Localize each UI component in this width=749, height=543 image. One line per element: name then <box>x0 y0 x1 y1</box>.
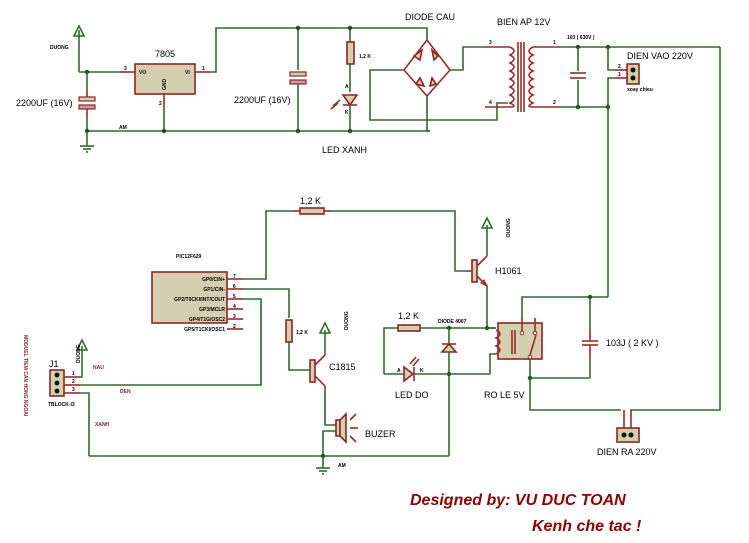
regulator-7805 <box>134 63 196 95</box>
pin-num: 2 <box>618 64 621 70</box>
j1-label: J1 <box>49 359 59 369</box>
mcu-pin-num: 7 <box>233 274 236 280</box>
cap2-label: 2200UF (16V) <box>234 95 291 105</box>
pin-num: 3 <box>72 387 75 393</box>
led-xanh-label: LED XANH <box>322 145 367 155</box>
pin-vi: VI <box>185 70 190 76</box>
label-duong: DUONG <box>344 311 350 330</box>
resistor-c1815 <box>285 319 293 343</box>
pin-vo: VO <box>139 70 146 76</box>
mcu-pin-num: 3 <box>233 314 236 320</box>
power-symbol-duong <box>75 338 89 351</box>
res-label: 1,2 K <box>359 54 371 60</box>
transformer-label: BIEN AP 12V <box>497 17 550 27</box>
pin-num: 2 <box>553 100 556 106</box>
led-do <box>403 356 420 383</box>
in-conn-label: DIEN VAO 220V <box>627 51 693 61</box>
in-conn-sub: xoay chieu <box>627 87 653 93</box>
power-symbol-duong <box>318 321 332 334</box>
led-xanh <box>341 94 359 107</box>
label-am: AM <box>119 125 127 131</box>
bridge-label: DIODE CAU <box>405 12 455 22</box>
pin-num: 1 <box>72 371 75 377</box>
pin-gnd: GND <box>162 79 168 91</box>
relay-label: RO LE 5V <box>484 390 525 400</box>
capacitor-2200uf-2 <box>289 71 307 77</box>
resistor-led-xanh <box>346 41 355 65</box>
pin-num: 1 <box>202 66 205 72</box>
ground-icon <box>316 467 330 475</box>
pin-num: 1 <box>618 72 621 78</box>
cap1-label: 2200UF (16V) <box>16 98 73 108</box>
diode-bridge <box>402 39 452 98</box>
power-symbol-duong <box>480 216 494 229</box>
transistor-h1061 <box>466 255 489 288</box>
cap-2kv-label: 103J ( 2 KV ) <box>606 338 659 348</box>
q1-label: H1061 <box>495 266 522 276</box>
capacitor-2200uf <box>78 96 96 102</box>
mcu-pin-name: GP5/T1CKI/OSC1 <box>184 327 225 333</box>
led-pin: K <box>345 110 349 116</box>
buzzer-label: BUZER <box>365 429 396 439</box>
pin-num: 2 <box>72 379 75 385</box>
connector-dien-ra <box>616 427 640 443</box>
mcu-pin-num: 6 <box>233 284 236 290</box>
res-c1815-label: 1,2 K <box>296 330 308 336</box>
mcu-pin-name: GP2/T0CKI/INT/COUT <box>174 297 225 303</box>
cap-ac-label: 103 ( 630V ) <box>567 35 595 41</box>
power-symbol-duong <box>72 24 86 72</box>
out-conn-label: DIEN RA 220V <box>597 447 657 457</box>
diode-4007 <box>440 342 458 353</box>
led-pin: A <box>345 84 349 90</box>
pin-num: 3 <box>124 66 127 72</box>
led-do-label: LED DO <box>395 390 429 400</box>
resistor-top <box>299 207 325 215</box>
wire-xanh-label: XANH <box>95 422 110 428</box>
module-label: MODUEL TIEM CAN HONG NGOAI <box>22 335 28 417</box>
led-pin: K <box>420 368 424 374</box>
q2-label: C1815 <box>329 362 356 372</box>
pin-num: 1 <box>553 40 556 46</box>
label-am: AM <box>338 463 346 469</box>
credit-designer: Designed by: VU DUC TOAN <box>410 492 626 509</box>
mcu-name: PIC12F629 <box>176 254 202 260</box>
resistor-relay <box>397 324 421 332</box>
mcu-pic12f629 <box>151 271 228 324</box>
mcu-pin-name: GP0/CIN+ <box>202 277 225 283</box>
label-duong: DUONG <box>506 218 512 237</box>
pin-num: 3 <box>489 40 492 46</box>
mcu-pin-num: 4 <box>233 304 236 310</box>
res-top-label: 1,2 K <box>300 196 321 206</box>
wire-nau-label: NAU <box>93 365 104 371</box>
transformer <box>485 42 560 112</box>
label-duong: DUONG <box>76 344 82 363</box>
relay-5v <box>494 317 543 360</box>
led-pin: A <box>397 368 401 374</box>
credit-channel: Kenh che tac ! <box>532 518 642 535</box>
ground-icon <box>80 145 94 153</box>
mcu-pin-name: GP3/MCLR <box>199 307 225 313</box>
connector-dien-vao <box>626 63 640 85</box>
buzzer <box>335 412 358 444</box>
mcu-pin-num: 2 <box>233 324 236 330</box>
pin-num: 4 <box>489 100 492 106</box>
label-duong: DUONG <box>50 45 69 51</box>
mcu-pin-name: GP4/T1G/OSC2 <box>189 317 225 323</box>
res-relay-label: 1,2 K <box>398 311 419 321</box>
mcu-pin-num: 5 <box>233 294 236 300</box>
mcu-pin-name: GP1/CIN- <box>203 287 225 293</box>
diode4007-label: DIODE 4007 <box>438 319 467 325</box>
transistor-c1815 <box>309 354 326 387</box>
pin-num: 2 <box>159 101 162 107</box>
regulator-name: 7805 <box>155 49 175 59</box>
j1-type: TBLOCK-I3 <box>48 402 75 408</box>
wire-den-label: DEN <box>120 389 131 395</box>
